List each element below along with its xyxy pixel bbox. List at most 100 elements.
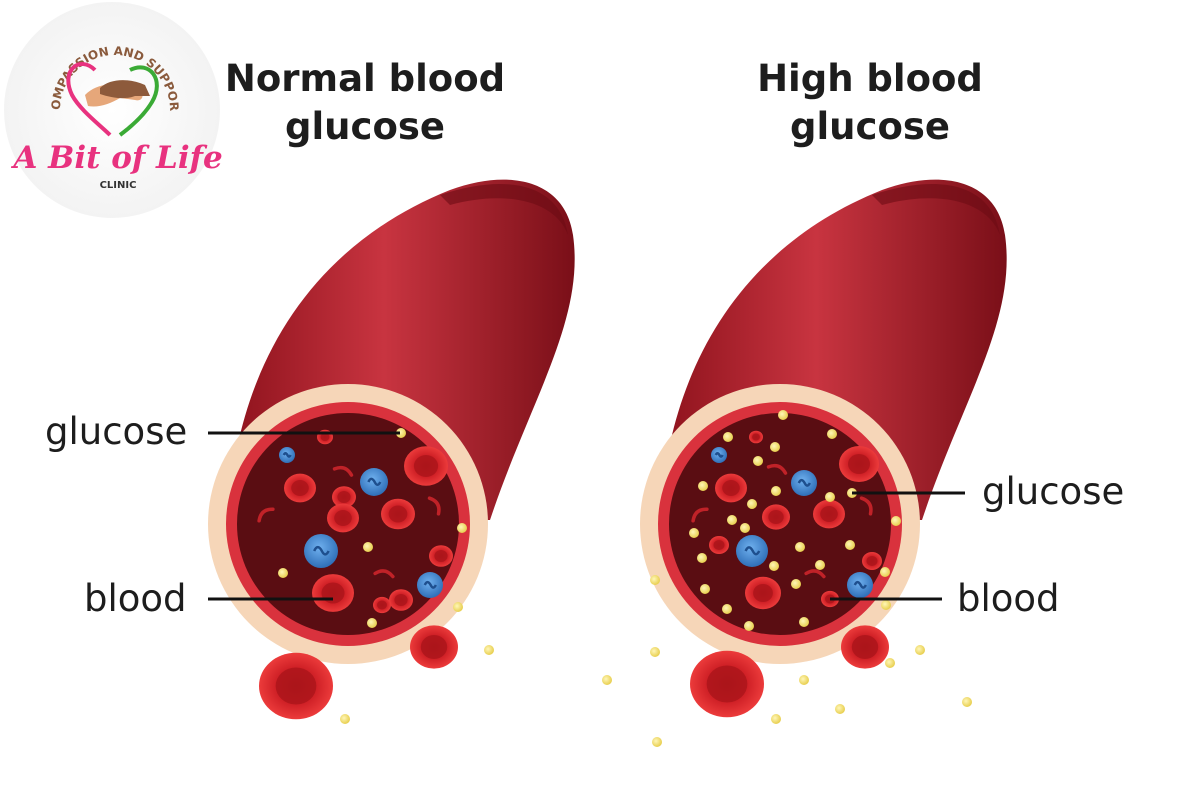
glucose-molecule [815,560,825,570]
white-blood-cell-nucleus [714,451,724,458]
red-blood-cell-group [709,536,729,554]
normal-blood-label: blood [84,577,187,620]
red-blood-cell-center [851,635,879,659]
glucose-molecule [835,704,845,714]
normal-glucose-label: glucose [45,410,188,453]
high-vessel-opening [872,184,1000,235]
glucose-molecule [722,604,732,614]
white-blood-cell [304,534,338,568]
white-blood-cell-nucleus [282,451,292,458]
cell-fragment [373,569,395,579]
white-blood-cell-nucleus [423,580,437,589]
cell-fragment [859,496,873,516]
logo-name: A Bit of Life [10,140,222,176]
glucose-molecule [891,516,901,526]
escaped-red-blood-cell [690,650,764,718]
glucose-molecule [650,575,660,585]
glucose-molecule [698,481,708,491]
high-title-line2: glucose [790,105,950,148]
normal-vessel [208,179,575,664]
glucose-molecule [778,410,788,420]
glucose-molecule [740,523,750,533]
glucose-molecule [915,645,925,655]
logo-heart-left [66,62,112,137]
red-blood-cell-center [866,556,878,566]
white-blood-cell [360,468,388,496]
white-blood-cell [791,470,817,496]
red-blood-cell-center [377,600,387,610]
red-blood-cell-group [332,486,356,508]
glucose-molecule [791,579,801,589]
red-blood-cell-group [381,498,415,530]
escaped-red-blood-cell [410,625,458,669]
red-blood-cell-center [420,635,448,659]
escaped-red-blood-cell [841,625,889,669]
white-blood-cell-nucleus [313,545,330,556]
red-blood-cell-center [848,454,870,474]
normal-cells [257,428,467,628]
glucose-molecule [827,429,837,439]
white-blood-cell [847,572,873,598]
glucose-molecule [885,658,895,668]
red-blood-cell-group [745,576,781,610]
glucose-molecule [881,600,891,610]
glucose-molecule [799,617,809,627]
glucose-molecule [825,492,835,502]
glucose-molecule [367,618,377,628]
high-vessel [640,179,1007,664]
logo-heart-right [118,65,159,137]
glucose-molecule [880,567,890,577]
glucose-molecule [799,675,809,685]
glucose-molecule [770,442,780,452]
high-glucose-label: glucose [982,470,1125,513]
logo-background [4,2,220,218]
red-blood-cell-group [813,499,845,529]
red-blood-cell-group [284,473,316,503]
glucose-molecule [747,499,757,509]
glucose-molecule [723,432,733,442]
glucose-molecule [650,647,660,657]
red-blood-cell-group [749,430,763,444]
red-blood-cell-group [312,574,354,612]
cell-fragment [427,496,441,516]
cell-fragment [766,463,788,475]
normal-glucose-title: Normal blood glucose [195,55,535,151]
glucose-molecule [652,737,662,747]
white-blood-cell-nucleus [744,546,761,556]
red-blood-cell-group [715,473,747,503]
red-blood-cell-center [752,433,760,441]
red-blood-cell-center [768,510,784,524]
glucose-molecule [278,568,288,578]
glucose-molecule [700,584,710,594]
red-blood-cell-center [753,584,773,602]
white-blood-cell-nucleus [367,477,382,487]
high-cells [689,410,901,631]
red-blood-cell-center [413,455,439,477]
white-blood-cell [279,447,295,463]
red-blood-cell-group [389,589,413,611]
glucose-molecule [727,515,737,525]
red-blood-cell-group [862,552,882,570]
white-blood-cell-nucleus [853,580,867,589]
white-blood-cell-nucleus [797,478,811,487]
red-blood-cell-group [762,504,790,530]
high-blood-label: blood [957,577,1060,620]
glucose-molecule [795,542,805,552]
glucose-molecule [602,675,612,685]
red-blood-cell-center [434,550,448,562]
normal-title-line1: Normal blood [224,57,506,100]
cell-fragment [257,507,275,523]
red-blood-cell-center [275,667,317,705]
red-blood-cell-center [388,505,408,523]
red-blood-cell-center [334,510,352,526]
high-glucose-title: High blood glucose [700,55,1040,151]
glucose-molecule [340,714,350,724]
cell-fragment [691,507,709,523]
glucose-molecule [457,523,467,533]
cell-fragment [804,569,826,579]
glucose-molecule [363,542,373,552]
glucose-molecule [753,456,763,466]
red-blood-cell-group [373,596,391,614]
glucose-molecule [697,553,707,563]
